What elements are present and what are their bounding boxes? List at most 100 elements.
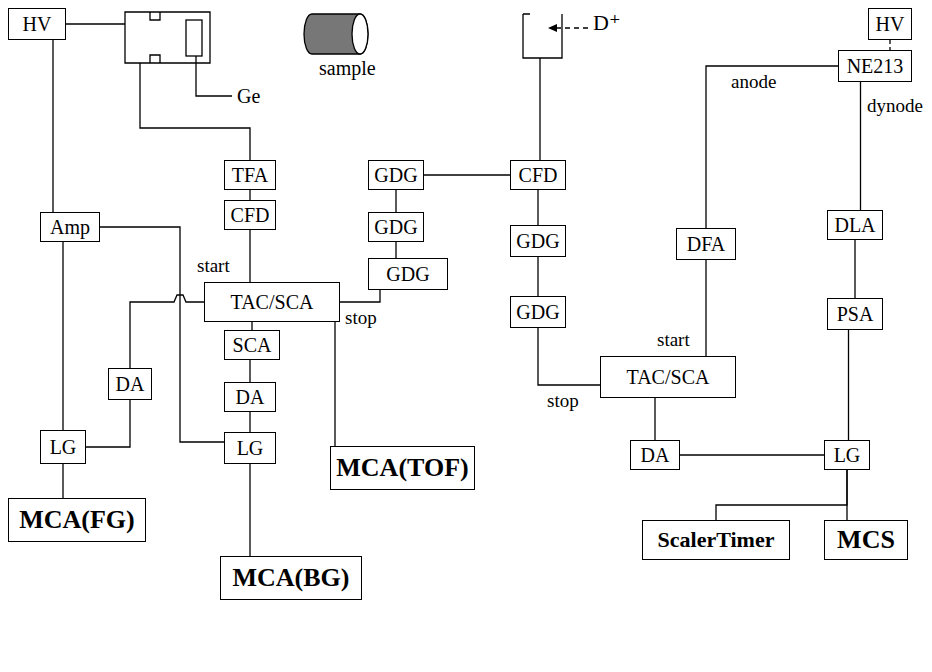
module-box: GDG — [368, 212, 424, 242]
sample-end — [352, 14, 368, 54]
module-box: TAC/SCA — [600, 356, 736, 398]
signal-cable — [889, 40, 890, 50]
box-label: HV — [23, 14, 52, 34]
signal-cable — [395, 242, 396, 258]
box-label: DA — [116, 374, 145, 394]
module-box: HV — [8, 8, 66, 40]
module-box: GDG — [510, 225, 566, 257]
box-label: DLA — [834, 215, 875, 235]
signal-cable — [537, 257, 538, 296]
module-box: LG — [40, 430, 86, 464]
module-box: DA — [108, 368, 152, 400]
signal-cable — [846, 470, 847, 520]
box-label: TAC/SCA — [627, 367, 710, 387]
part-label: D⁺ — [592, 12, 622, 34]
box-label: GDG — [374, 165, 417, 185]
box-label: ScalerTimer — [658, 529, 775, 551]
signal-label: start — [196, 256, 231, 275]
box-label: LG — [237, 438, 264, 458]
box-label: DA — [236, 387, 265, 407]
module-box: CFD — [510, 160, 566, 190]
signal-wire — [140, 63, 250, 160]
signal-cable — [538, 328, 600, 385]
box-label: MCA(TOF) — [336, 455, 468, 481]
signal-cable — [860, 82, 861, 210]
module-box: DFA — [676, 228, 736, 260]
box-label: CFD — [231, 205, 270, 225]
module-box: DA — [630, 440, 680, 470]
leader-line — [196, 56, 232, 96]
module-box: MCA(BG) — [220, 556, 362, 600]
sample-body — [304, 14, 368, 54]
module-box: NE213 — [838, 50, 912, 82]
module-box: MCS — [824, 520, 908, 560]
signal-cable — [654, 398, 655, 440]
box-label: DFA — [687, 234, 726, 254]
module-box: MCA(FG) — [8, 498, 146, 542]
signal-cable — [249, 412, 250, 432]
box-label: TAC/SCA — [231, 292, 314, 312]
signal-cable — [854, 240, 855, 298]
box-label: HV — [876, 14, 905, 34]
part-label: sample — [318, 58, 377, 78]
signal-cable — [848, 330, 849, 440]
module-box: GDG — [368, 258, 448, 290]
signal-cable — [395, 190, 396, 212]
beam-arrowhead — [548, 24, 557, 32]
module-box: Amp — [40, 212, 100, 242]
signal-cable — [86, 400, 130, 447]
signal-cable — [537, 190, 538, 225]
signal-cable — [249, 360, 250, 382]
signal-label: anode — [730, 72, 777, 91]
module-box: TAC/SCA — [204, 282, 340, 322]
module-box: LG — [224, 432, 276, 464]
box-label: TFA — [232, 165, 268, 185]
signal-cable — [334, 322, 335, 446]
box-label: Amp — [50, 217, 90, 237]
box-label: GDG — [516, 231, 559, 251]
box-label: DA — [641, 445, 670, 465]
module-box: GDG — [510, 296, 566, 328]
signal-label: start — [656, 330, 691, 349]
module-box: SCA — [224, 330, 280, 360]
signal-cable — [680, 454, 824, 455]
box-label: PSA — [837, 304, 874, 324]
module-box: GDG — [368, 160, 424, 190]
beam-arrow — [552, 27, 588, 28]
box-label: SCA — [233, 335, 272, 355]
signal-cable — [424, 174, 510, 175]
ge-crystal — [186, 20, 202, 56]
signal-cable — [62, 242, 63, 430]
hv-wire — [66, 23, 125, 24]
signal-wire — [539, 58, 540, 160]
signal-cable — [249, 464, 250, 556]
signal-label: dynode — [866, 96, 924, 115]
box-label: CFD — [519, 165, 558, 185]
module-box: DLA — [827, 210, 883, 240]
signal-cable — [706, 66, 838, 228]
signal-cable — [62, 464, 63, 498]
signal-cable — [249, 190, 250, 200]
box-label: MCA(FG) — [19, 507, 135, 533]
signal-cable — [251, 322, 252, 330]
signal-cable — [716, 470, 847, 520]
box-label: GDG — [386, 264, 429, 284]
signal-cable — [705, 260, 706, 356]
box-label: LG — [834, 445, 861, 465]
module-box: TFA — [224, 160, 276, 190]
signal-cable — [52, 40, 53, 212]
part-label: Ge — [236, 86, 261, 106]
box-label: GDG — [516, 302, 559, 322]
signal-cable — [340, 290, 380, 302]
box-label: LG — [50, 437, 77, 457]
module-box: PSA — [827, 298, 883, 330]
box-label: MCA(BG) — [233, 565, 350, 591]
signal-label: stop — [344, 308, 378, 327]
module-box: CFD — [224, 200, 276, 230]
signal-cable — [249, 230, 250, 282]
module-box: DA — [224, 382, 276, 412]
ge-detector-housing — [125, 12, 210, 63]
module-box: LG — [824, 440, 870, 470]
